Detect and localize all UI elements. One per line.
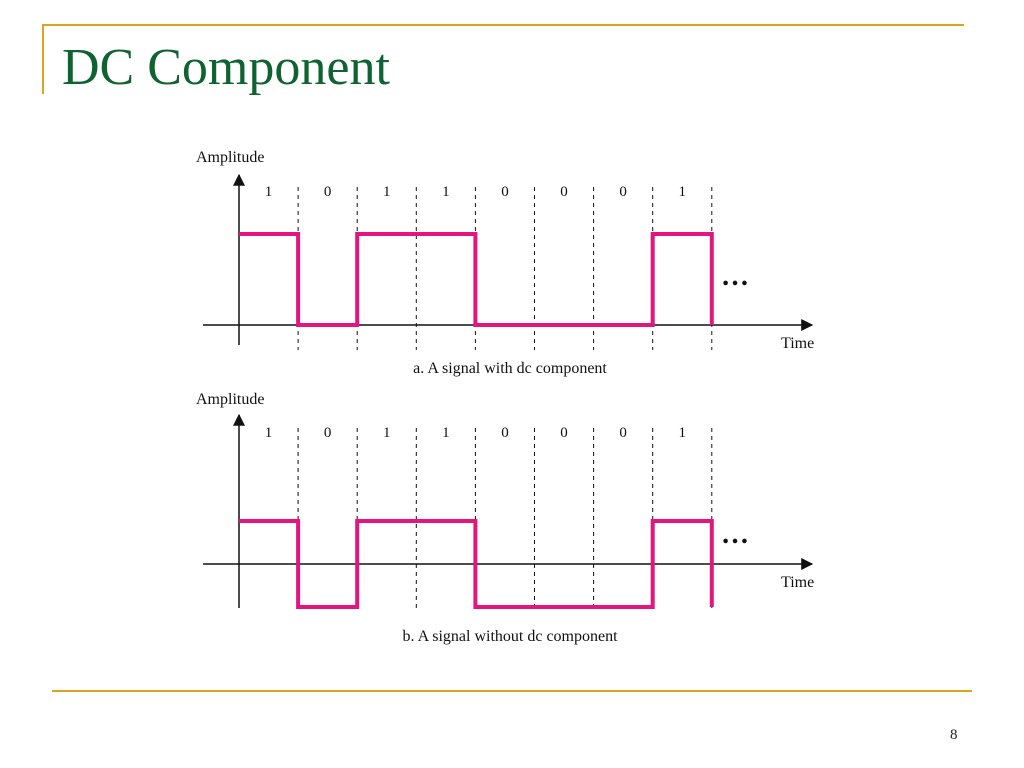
bottom-rule xyxy=(52,690,972,692)
y-axis-label: Amplitude xyxy=(196,391,264,408)
x-axis-label: Time xyxy=(781,574,814,591)
bit-label: 1 xyxy=(679,425,687,441)
page-number: 8 xyxy=(950,727,958,743)
panel-caption: b. A signal without dc component xyxy=(402,628,618,645)
continuation-ellipsis: … xyxy=(721,261,749,292)
bit-label: 0 xyxy=(560,425,568,441)
bit-label: 0 xyxy=(619,425,627,441)
bit-label: 0 xyxy=(501,425,509,441)
y-axis-label: Amplitude xyxy=(196,149,264,166)
page-title: DC Component xyxy=(62,39,390,96)
side-rule xyxy=(42,24,44,94)
bit-label: 1 xyxy=(679,184,687,200)
bit-label: 1 xyxy=(442,425,450,441)
signal-waveform xyxy=(239,519,714,609)
bit-label: 0 xyxy=(324,425,332,441)
bit-label: 0 xyxy=(324,184,332,200)
bit-label: 1 xyxy=(265,425,273,441)
top-rule xyxy=(42,24,964,26)
continuation-ellipsis: … xyxy=(721,519,749,550)
x-axis-label: Time xyxy=(781,335,814,352)
bit-label: 1 xyxy=(383,184,391,200)
bit-label: 0 xyxy=(619,184,627,200)
signal-waveform xyxy=(239,232,714,327)
bit-label: 0 xyxy=(501,184,509,200)
bit-label: 1 xyxy=(265,184,273,200)
bit-label: 0 xyxy=(560,184,568,200)
bit-label: 1 xyxy=(442,184,450,200)
bit-label: 1 xyxy=(383,425,391,441)
panel-caption: a. A signal with dc component xyxy=(413,360,607,377)
